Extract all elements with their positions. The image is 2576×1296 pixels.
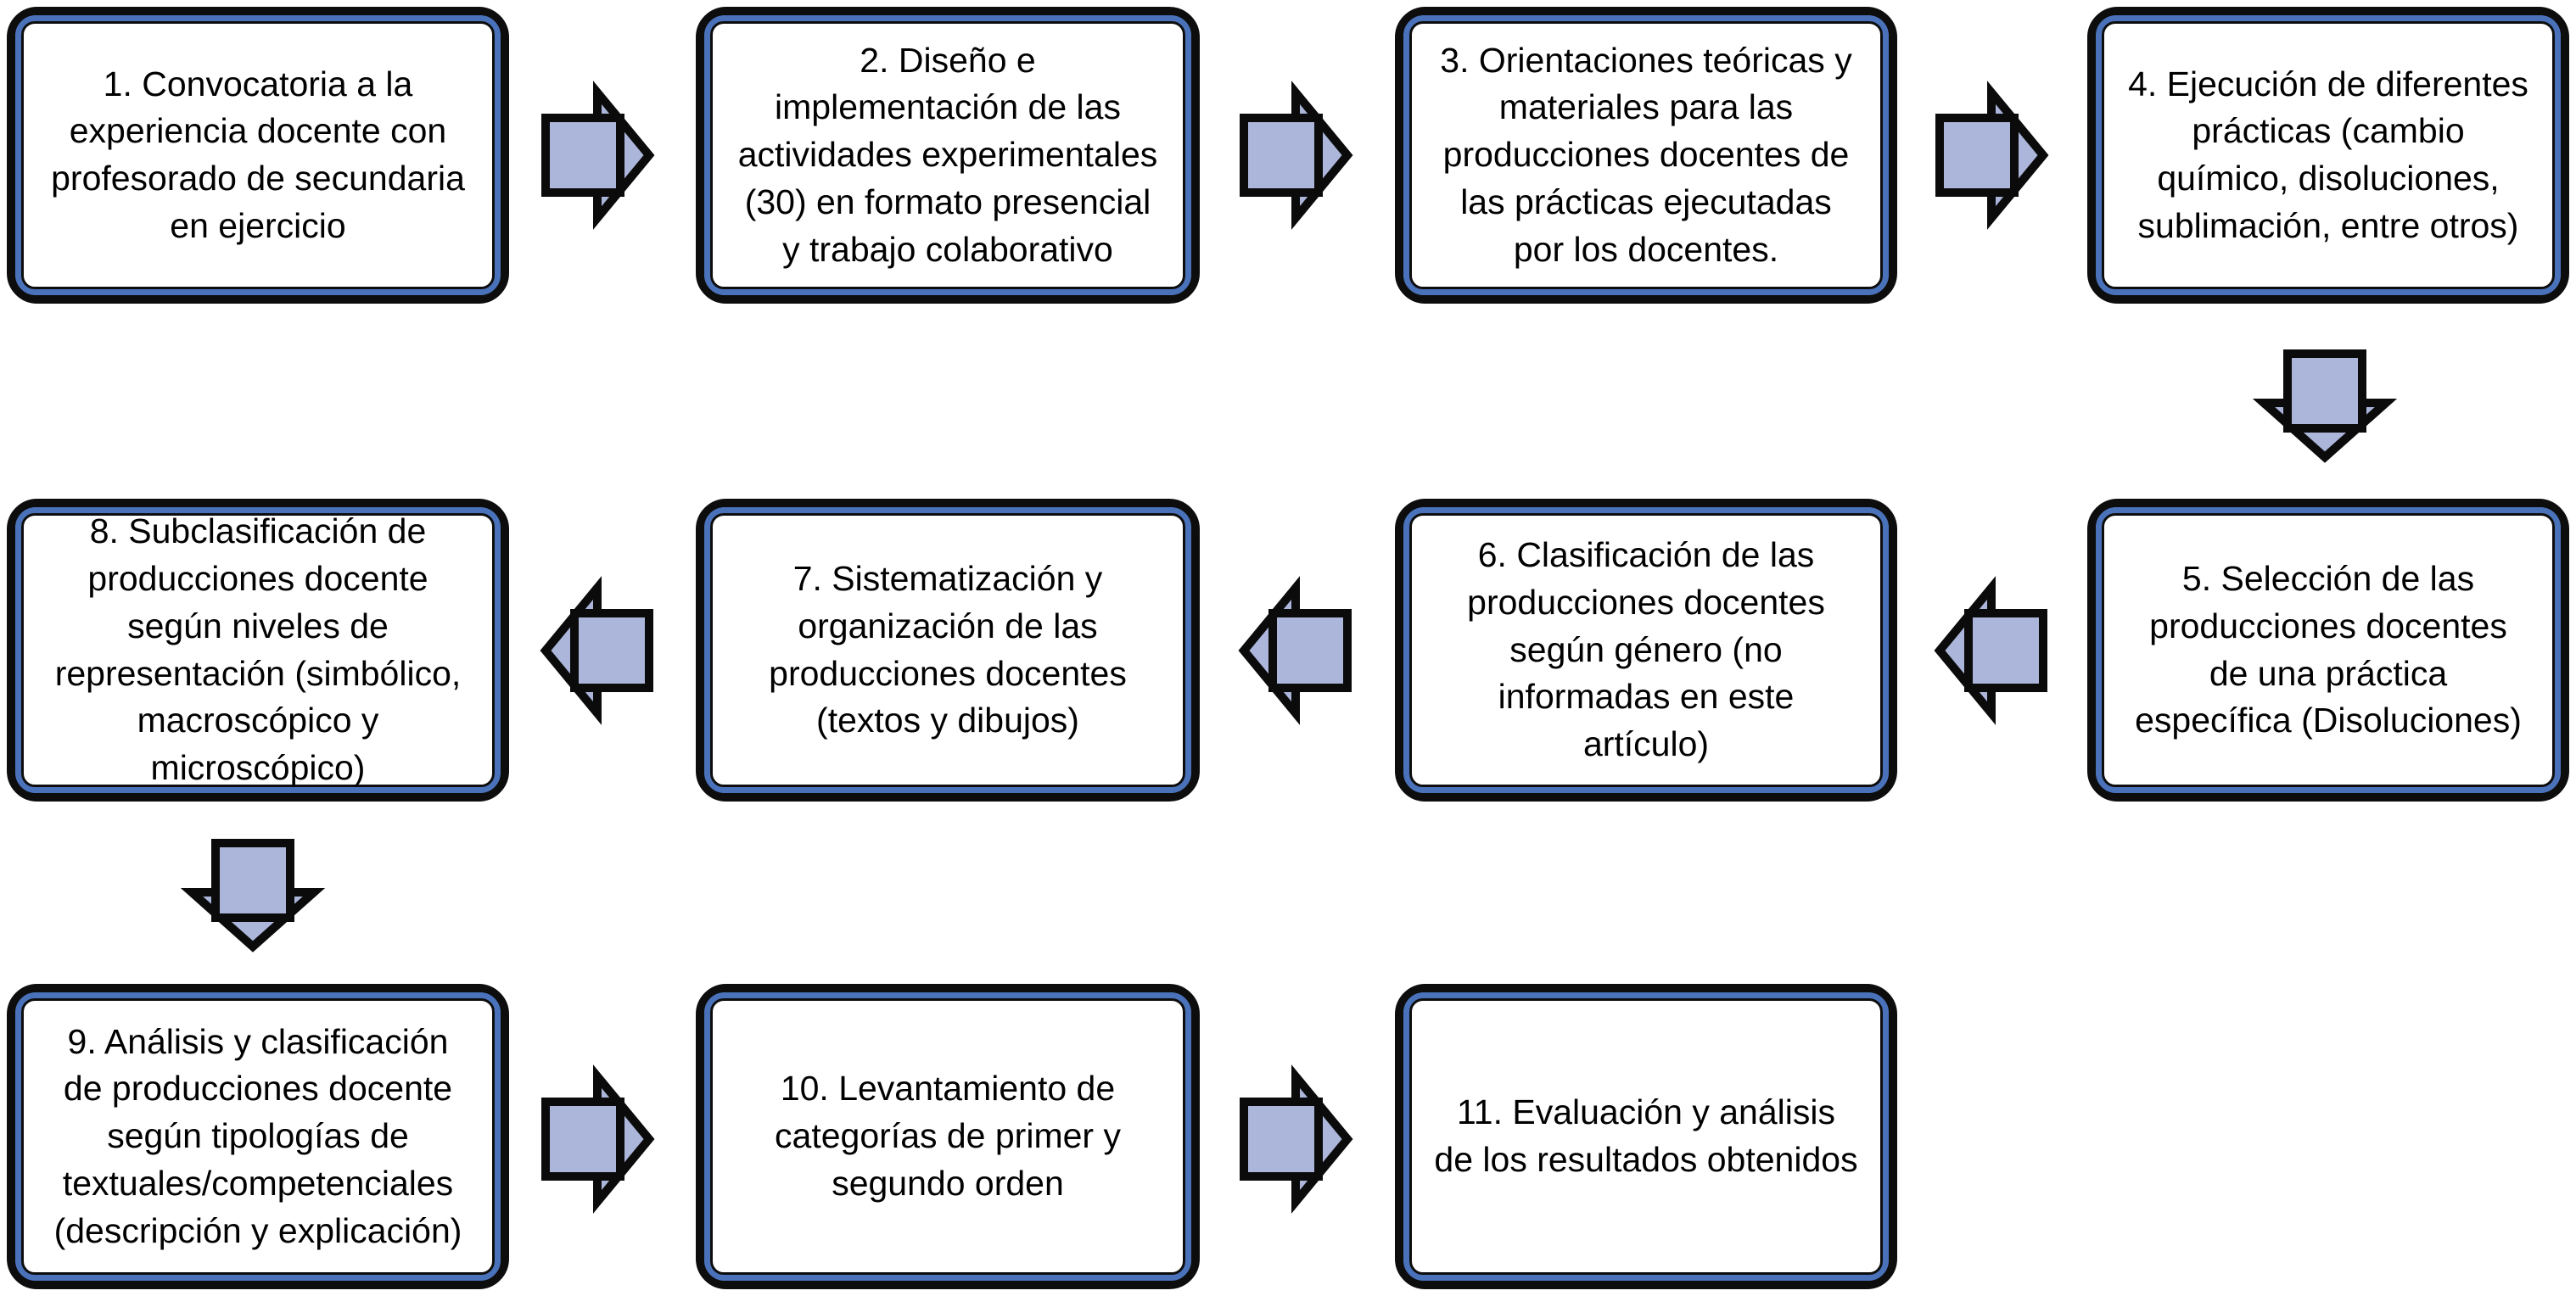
flow-arrow-5-6-left-icon xyxy=(1934,576,2047,725)
step-10-label: 10. Levantamiento de categorías de prime… xyxy=(775,1069,1121,1203)
flow-arrow-9-10-right-icon xyxy=(541,1064,655,1214)
box-inner-ring: 11. Evaluación y análisis de los resulta… xyxy=(1409,998,1883,1275)
box-inner-ring: 4. Ejecución de diferentes prácticas (ca… xyxy=(2102,21,2555,289)
box-inner-ring: 10. Levantamiento de categorías de prime… xyxy=(710,998,1185,1275)
step-box-1: 1. Convocatoria a la experiencia docente… xyxy=(7,7,509,304)
box-accent-ring: 11. Evaluación y análisis de los resulta… xyxy=(1403,992,1889,1281)
box-inner-ring: 8. Subclasificación de producciones doce… xyxy=(21,511,495,787)
box-accent-ring: 4. Ejecución de diferentes prácticas (ca… xyxy=(2096,15,2561,295)
box-accent-ring: 8. Subclasificación de producciones doce… xyxy=(15,507,501,793)
box-accent-ring: 5. Selección de las producciones docente… xyxy=(2096,507,2561,793)
arrow-shaft xyxy=(1268,609,1352,692)
step-box-6: 6. Clasificación de las producciones doc… xyxy=(1395,499,1897,802)
step-box-9: 9. Análisis y clasificación de produccio… xyxy=(7,984,509,1289)
step-box-7: 7. Sistematización y organización de las… xyxy=(696,499,1200,802)
flow-arrow-8-9-down-icon xyxy=(180,839,326,952)
box-inner-ring: 7. Sistematización y organización de las… xyxy=(710,513,1185,787)
arrow-shaft xyxy=(1964,609,2047,692)
flow-arrow-6-7-left-icon xyxy=(1238,576,1352,725)
box-inner-ring: 5. Selección de las producciones docente… xyxy=(2102,513,2555,787)
step-7-label: 7. Sistematización y organización de las… xyxy=(769,559,1127,740)
flow-arrow-4-5-down-icon xyxy=(2252,349,2398,463)
box-inner-ring: 1. Convocatoria a la experiencia docente… xyxy=(21,21,495,289)
step-5-label: 5. Selección de las producciones docente… xyxy=(2135,559,2522,740)
step-box-3: 3. Orientaciones teóricas y materiales p… xyxy=(1395,7,1897,304)
arrow-shaft xyxy=(570,609,653,692)
arrow-shaft xyxy=(541,114,624,197)
box-inner-ring: 9. Análisis y clasificación de produccio… xyxy=(21,998,495,1275)
step-box-5: 5. Selección de las producciones docente… xyxy=(2087,499,2569,802)
box-inner-ring: 6. Clasificación de las producciones doc… xyxy=(1409,513,1883,787)
step-2-label: 2. Diseño e implementación de las activi… xyxy=(737,40,1158,269)
flow-arrow-1-2-right-icon xyxy=(541,81,655,230)
step-9-label: 9. Análisis y clasificación de produccio… xyxy=(53,1021,462,1250)
step-6-label: 6. Clasificación de las producciones doc… xyxy=(1467,535,1825,764)
step-box-10: 10. Levantamiento de categorías de prime… xyxy=(696,984,1200,1289)
step-11-label: 11. Evaluación y análisis de los resulta… xyxy=(1434,1092,1858,1179)
box-accent-ring: 1. Convocatoria a la experiencia docente… xyxy=(15,15,501,295)
arrow-shaft xyxy=(541,1098,624,1181)
step-box-8: 8. Subclasificación de producciones doce… xyxy=(7,499,509,802)
box-inner-ring: 3. Orientaciones teóricas y materiales p… xyxy=(1409,21,1883,289)
flow-arrow-10-11-right-icon xyxy=(1240,1064,1353,1214)
box-inner-ring: 2. Diseño e implementación de las activi… xyxy=(710,21,1185,289)
arrow-shaft xyxy=(1240,114,1323,197)
box-accent-ring: 10. Levantamiento de categorías de prime… xyxy=(704,992,1191,1281)
box-accent-ring: 9. Análisis y clasificación de produccio… xyxy=(15,992,501,1281)
flow-arrow-7-8-left-icon xyxy=(540,576,653,725)
step-box-11: 11. Evaluación y análisis de los resulta… xyxy=(1395,984,1897,1289)
box-accent-ring: 3. Orientaciones teóricas y materiales p… xyxy=(1403,15,1889,295)
step-8-label: 8. Subclasificación de producciones doce… xyxy=(54,511,462,787)
arrow-shaft xyxy=(1240,1098,1323,1181)
arrow-shaft xyxy=(1935,114,2019,197)
step-box-2: 2. Diseño e implementación de las activi… xyxy=(696,7,1200,304)
arrow-shaft xyxy=(2283,349,2366,433)
flow-arrow-3-4-right-icon xyxy=(1935,81,2049,230)
step-1-label: 1. Convocatoria a la experiencia docente… xyxy=(51,64,465,245)
arrow-shaft xyxy=(211,839,294,922)
step-4-label: 4. Ejecución de diferentes prácticas (ca… xyxy=(2128,64,2528,245)
step-3-label: 3. Orientaciones teóricas y materiales p… xyxy=(1440,40,1852,269)
box-accent-ring: 6. Clasificación de las producciones doc… xyxy=(1403,507,1889,793)
flow-arrow-2-3-right-icon xyxy=(1240,81,1353,230)
box-accent-ring: 2. Diseño e implementación de las activi… xyxy=(704,15,1191,295)
box-accent-ring: 7. Sistematización y organización de las… xyxy=(704,507,1191,793)
step-box-4: 4. Ejecución de diferentes prácticas (ca… xyxy=(2087,7,2569,304)
